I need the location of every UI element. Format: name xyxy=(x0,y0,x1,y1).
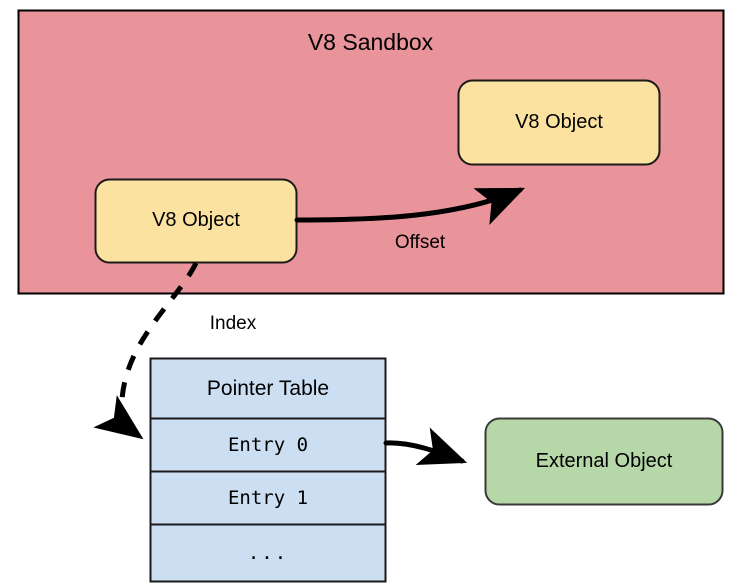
v8-object-right-box xyxy=(457,79,661,166)
pointer-table-box xyxy=(149,357,387,583)
external-object-box xyxy=(484,417,724,506)
v8-object-left-box xyxy=(94,178,298,264)
entry-to-external-arrow xyxy=(383,427,468,465)
index-arrow xyxy=(93,261,199,440)
offset-arrow xyxy=(294,187,526,225)
